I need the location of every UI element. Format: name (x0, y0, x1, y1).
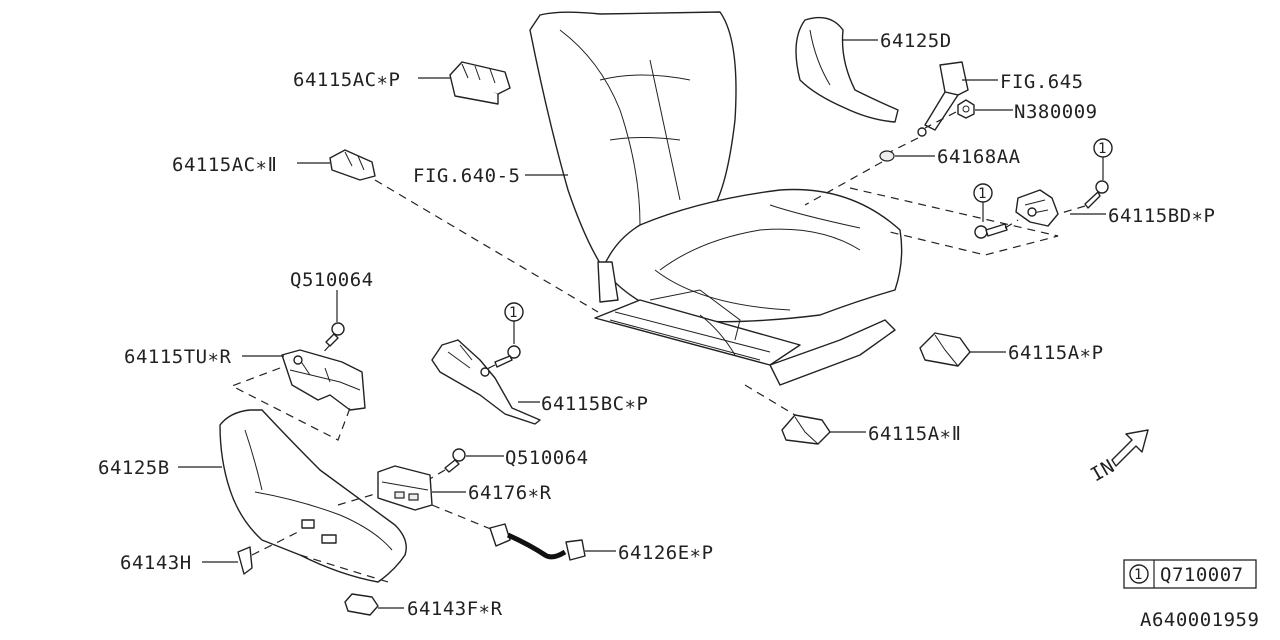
part-64115BCP: 64115BC∗P (431, 339, 648, 425)
part-64115TUR: 64115TU∗R (124, 346, 366, 411)
callout-legend: 1 Q710007 (1123, 559, 1257, 589)
direction-in-indicator: IN (1087, 429, 1149, 486)
ref-fig640-5: FIG.640-5 (413, 165, 568, 187)
part-Q510064-mid: Q510064 (444, 447, 589, 473)
label-fig640-5[interactable]: FIG.640-5 (413, 165, 520, 187)
label-64115TUR[interactable]: 64115TU∗R (124, 346, 232, 368)
label-64176R[interactable]: 64176∗R (468, 482, 552, 504)
label-64115ACP[interactable]: 64115AC∗P (293, 69, 400, 91)
part-64115ACO: 64115AC∗Ⅱ (172, 149, 376, 181)
label-64115AO[interactable]: 64115A∗Ⅱ (868, 423, 961, 445)
label-64115BDP[interactable]: 64115BD∗P (1108, 205, 1215, 227)
part-64115ACP: 64115AC∗P (293, 61, 511, 105)
part-64143FR: 64143F∗R (344, 593, 503, 620)
label-64115AP[interactable]: 64115A∗P (1008, 342, 1104, 364)
label-64143H[interactable]: 64143H (120, 552, 192, 574)
part-N380009: N380009 (957, 99, 1098, 123)
part-64126EP: 64126E∗P (489, 523, 714, 564)
label-N380009[interactable]: N380009 (1014, 101, 1098, 123)
part-fig645: FIG.645 (917, 61, 1084, 137)
bolt-callout-center: 1 (494, 302, 524, 368)
part-64115AO: 64115A∗Ⅱ (781, 414, 961, 445)
label-64115BCP[interactable]: 64115BC∗P (541, 393, 648, 415)
callout-number: 1 (978, 186, 987, 202)
part-64143H: 64143H (120, 546, 253, 575)
label-64168AA[interactable]: 64168AA (937, 146, 1021, 168)
bolt-callout-mid-right: 1 (973, 183, 1008, 239)
part-64125B: 64125B (98, 409, 407, 583)
label-64125D[interactable]: 64125D (880, 30, 952, 52)
part-64168AA: 64168AA (879, 146, 1021, 168)
label-Q510064-top[interactable]: Q510064 (290, 269, 374, 291)
label-64115ACO[interactable]: 64115AC∗Ⅱ (172, 154, 277, 176)
label-64143FR[interactable]: 64143F∗R (407, 598, 503, 620)
label-64125B[interactable]: 64125B (98, 457, 170, 479)
bolt-callout-top-right: 1 (1084, 138, 1113, 209)
part-64176R: 64176∗R (377, 465, 552, 511)
label-fig645[interactable]: FIG.645 (1000, 71, 1084, 93)
legend-number: 1 (1134, 567, 1143, 583)
part-64115BDP: 64115BD∗P (1015, 189, 1215, 227)
callout-number: 1 (1098, 141, 1107, 157)
label-Q510064-mid[interactable]: Q510064 (505, 447, 589, 469)
diagram-id: A640001959 (1140, 609, 1259, 631)
part-64125D: 64125D (795, 16, 952, 123)
part-64115AP: 64115A∗P (919, 332, 1104, 367)
part-Q510064-top: Q510064 (290, 269, 374, 347)
legend-code[interactable]: Q710007 (1160, 564, 1244, 586)
label-64126EP[interactable]: 64126E∗P (618, 542, 714, 564)
callout-number: 1 (509, 305, 518, 321)
seat-assembly (529, 11, 903, 386)
